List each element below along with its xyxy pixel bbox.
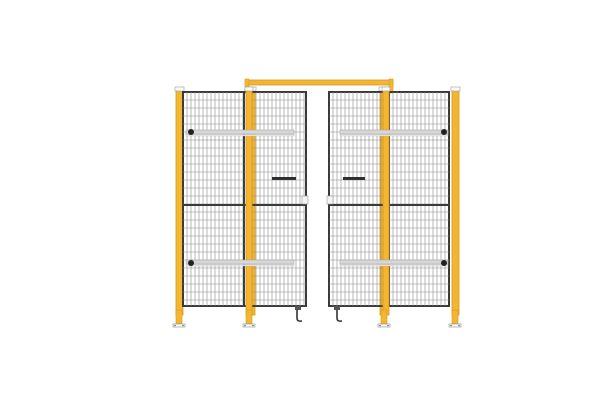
left-fixed-panel-mesh-vertical <box>186 92 244 306</box>
right-slide-post-front-body <box>382 89 390 316</box>
right-upper-rail <box>339 129 449 137</box>
right-outer-post <box>450 86 461 316</box>
left-slide-post-front-body <box>245 89 253 316</box>
left-outer-foot-bolt-r <box>182 324 184 327</box>
right-inner-foot <box>377 309 391 328</box>
right-fixed-panel <box>388 91 450 307</box>
left-inner-foot <box>242 309 256 328</box>
right-inner-foot-stem <box>380 309 388 325</box>
bolt-icon <box>441 129 447 135</box>
handle-icon <box>343 177 365 180</box>
bolt-icon <box>188 129 194 135</box>
top-header-beam <box>246 79 394 86</box>
right-slide-post-front-cap <box>381 86 391 92</box>
left-lower-rail-shadow <box>185 264 295 267</box>
bolt-icon <box>188 260 194 266</box>
right-upper-rail-bar <box>339 129 449 135</box>
right-outer-foot-bolt-r <box>458 324 460 327</box>
right-outer-foot-plate <box>448 323 462 328</box>
handle-icon <box>272 177 296 180</box>
right-outer-post-body <box>451 89 460 316</box>
left-outer-foot-stem <box>175 309 183 325</box>
left-lower-rail-bar <box>185 259 295 265</box>
bolt-icon <box>441 260 447 266</box>
latch-icon <box>296 308 303 322</box>
left-lower-rail <box>185 259 295 267</box>
left-outer-post-body <box>175 89 184 316</box>
door-guide-right <box>334 306 340 310</box>
right-outer-post-cap <box>450 86 461 92</box>
door-guide-left <box>295 306 301 310</box>
right-fixed-panel-mesh-vertical <box>392 92 446 306</box>
right-lower-rail-shadow <box>339 264 449 267</box>
left-outer-post-cap <box>174 86 185 92</box>
left-outer-foot-plate <box>172 323 186 328</box>
right-slide-post-front <box>381 86 391 316</box>
left-upper-rail-shadow <box>185 134 295 137</box>
right-upper-rail-shadow <box>339 134 449 137</box>
left-outer-foot <box>172 309 186 328</box>
left-upper-rail-bar <box>185 129 295 135</box>
right-lower-rail <box>339 259 449 267</box>
right-outer-foot-bolt-l <box>450 324 452 327</box>
right-lower-rail-bar <box>339 259 449 265</box>
right-outer-foot <box>448 309 462 328</box>
left-inner-foot-stem <box>245 309 253 325</box>
left-slide-post-front <box>244 86 254 316</box>
left-slide-post-front-cap <box>244 86 254 92</box>
left-inner-foot-bolt-r <box>252 324 254 327</box>
latch-icon <box>326 195 334 205</box>
latch-icon <box>301 195 309 205</box>
left-inner-foot-plate <box>242 323 256 328</box>
right-inner-foot-bolt-l <box>379 324 381 327</box>
left-inner-foot-bolt-l <box>244 324 246 327</box>
left-fixed-panel <box>182 91 245 307</box>
right-inner-foot-plate <box>377 323 391 328</box>
latch-icon <box>336 308 343 322</box>
left-outer-foot-bolt-l <box>174 324 176 327</box>
right-inner-foot-bolt-r <box>387 324 389 327</box>
left-upper-rail <box>185 129 295 137</box>
right-outer-foot-stem <box>451 309 459 325</box>
